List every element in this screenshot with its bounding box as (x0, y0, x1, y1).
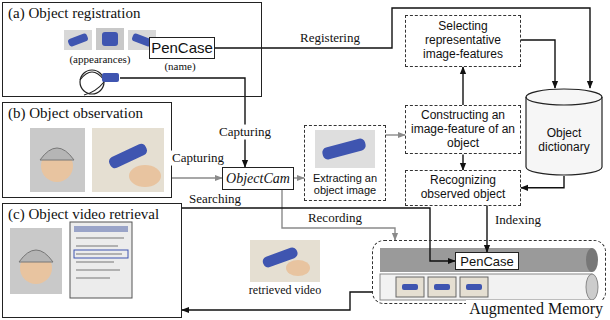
connector-arrow (486, 206, 487, 252)
screen-header (74, 226, 128, 232)
node-text: PenCase (460, 254, 513, 269)
video-film (380, 274, 592, 300)
pen-image (402, 284, 418, 290)
edge-label: Searching (187, 192, 243, 207)
connector-arrow (215, 8, 590, 88)
node-text: Augmented Memory (466, 300, 606, 318)
edge-label: Indexing (493, 213, 543, 228)
edge-label: Recording (306, 211, 364, 226)
node-text: Extracting an object image (308, 172, 382, 197)
video-frame (396, 277, 424, 297)
process-box: Selecting representative image-features (405, 15, 521, 67)
appearance-photo (96, 28, 124, 50)
caption-label: retrieved video (247, 284, 323, 298)
hand (129, 165, 161, 187)
edge-label: Registering (298, 31, 362, 46)
face-photo (30, 128, 85, 192)
node-text: PenCase (151, 39, 213, 57)
person-head (80, 70, 104, 94)
camera-helmet (40, 148, 74, 160)
panel-box: (a) Object registrationPenCase (2, 2, 262, 97)
appearance-photo (64, 30, 92, 50)
device-box: ObjectCam (222, 167, 294, 190)
hand-photo (92, 128, 164, 192)
node-text: Object dictionary (525, 126, 603, 155)
film-roll-end (586, 274, 598, 300)
connector-arrow (521, 176, 564, 188)
node-text: Constructing an image-feature of an obje… (410, 109, 516, 150)
index-bar (380, 248, 592, 272)
caption-label: (name) (162, 60, 197, 73)
process-box: Extracting an object image (304, 125, 386, 201)
retrieval-screen (70, 222, 132, 298)
connector-arrow (282, 190, 395, 240)
node-text: Recognizing observed object (410, 174, 516, 202)
connector-arrow (462, 154, 463, 170)
pen-image (102, 32, 118, 46)
connector-arrow (294, 177, 304, 178)
retrieved-photo (250, 240, 320, 282)
person-arm (84, 82, 104, 95)
memory-region: Augmented Memory PenCase (372, 240, 606, 318)
node-text: (b) Object observation (3, 103, 171, 123)
cylinder-body (526, 89, 602, 175)
panel-box: (b) Object observation (2, 102, 172, 198)
pen-image (434, 284, 450, 290)
edge-label: Capturing (217, 125, 273, 140)
edge-label: Capturing (170, 151, 226, 166)
index-roll-end (586, 248, 598, 272)
index-label-box: PenCase (455, 252, 519, 270)
face-photo (10, 228, 62, 294)
cylinder-rim (526, 97, 602, 105)
node-text: (c) Object video retrieval (3, 204, 181, 224)
capture-lead-line (120, 78, 245, 97)
camera-helmet (19, 250, 53, 262)
video-frame (428, 277, 456, 297)
pen-image (67, 33, 89, 47)
pen-image (261, 246, 299, 269)
person-hair (80, 72, 104, 80)
name-box: PenCase (149, 37, 215, 59)
node-text: Selecting representative image-features (410, 20, 516, 61)
database-cylinder: Object dictionary (525, 88, 603, 176)
panel-box: (c) Object video retrieval (2, 203, 182, 318)
screen-selection (74, 250, 128, 258)
video-frame (460, 277, 488, 297)
hand (286, 260, 310, 276)
node-text: (a) Object registration (3, 3, 261, 23)
process-box: Recognizing observed object (405, 170, 521, 206)
connector-arrow (521, 40, 555, 88)
pen-image (107, 142, 148, 170)
connector-arrow (182, 208, 455, 261)
caption-label: (appearances) (67, 53, 132, 66)
extracted-photo (315, 130, 375, 168)
pen-image (321, 138, 367, 161)
connector-arrow (386, 134, 405, 135)
process-box: Constructing an image-feature of an obje… (405, 105, 521, 154)
node-text: ObjectCam (226, 170, 290, 187)
held-object (102, 73, 119, 82)
pen-image (466, 284, 482, 290)
connector-arrow (462, 67, 463, 105)
connector-arrow (172, 177, 222, 178)
region-outline (372, 240, 606, 304)
